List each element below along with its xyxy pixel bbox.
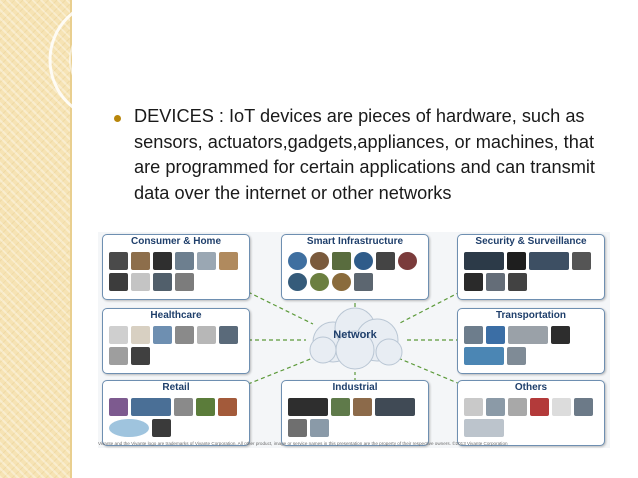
grid-icon [354, 252, 373, 270]
pos-terminal-icon [174, 398, 193, 416]
phone-icon [153, 273, 172, 291]
kiosk-icon [109, 398, 128, 416]
device-thumbnails [464, 326, 598, 368]
solar-icon [288, 273, 307, 291]
display-icon [529, 252, 569, 270]
printer-icon [464, 398, 483, 416]
screen-icon [486, 273, 505, 291]
copier-icon [508, 398, 527, 416]
circuit-icon [464, 419, 504, 437]
robot-icon [331, 398, 350, 416]
meter-icon [574, 398, 593, 416]
monitor-icon [464, 252, 504, 270]
panel-title: Healthcare [150, 310, 202, 321]
panel-industrial: Industrial [281, 380, 429, 446]
tablet-icon [197, 252, 216, 270]
device-thumbnails [288, 252, 422, 294]
appliance-icon [219, 252, 238, 270]
panel-title: Transportation [495, 310, 566, 321]
patient-monitor-icon [219, 326, 238, 344]
network-label: Network [333, 329, 377, 341]
plc-icon [288, 419, 307, 437]
building-icon [310, 252, 329, 270]
panel-retail: Retail [102, 380, 250, 446]
scanner-icon [175, 326, 194, 344]
machine-icon [310, 419, 329, 437]
car-icon [508, 326, 548, 344]
cctv-icon [572, 252, 591, 270]
panel-others: Others [457, 380, 605, 446]
device-thumbnails [109, 398, 243, 440]
recorder-icon [464, 273, 483, 291]
device-thumbnails [109, 252, 243, 294]
store-icon [131, 398, 171, 416]
glucometer-icon [153, 326, 172, 344]
plotter-icon [486, 398, 505, 416]
device-icon [552, 398, 571, 416]
navigation-icon [486, 326, 505, 344]
toll-icon [507, 347, 526, 365]
dashboard-icon [551, 326, 570, 344]
meter-icon [376, 252, 395, 270]
controller-icon [375, 398, 415, 416]
keypad-icon [508, 273, 527, 291]
highway-icon [464, 347, 504, 365]
pulse-oximeter-icon [109, 347, 128, 365]
washer-icon [175, 273, 194, 291]
sensor-icon [354, 273, 373, 291]
diagram-footer-note: Vivante and the Vivante logo are tradema… [98, 441, 508, 446]
network-cloud-icon [309, 307, 403, 370]
hmi-panel-icon [288, 398, 328, 416]
monitor-cart-icon [109, 326, 128, 344]
panel-title: Retail [162, 382, 190, 393]
panel-consumer-home: Consumer & Home [102, 234, 250, 300]
panel-title: Consumer & Home [130, 236, 221, 247]
device-thumbnails [464, 252, 598, 294]
house-icon [332, 252, 351, 270]
decorative-arcs [48, 0, 120, 122]
light-icon [398, 252, 417, 270]
device-thumbnails [109, 326, 243, 368]
parking-icon [332, 273, 351, 291]
reader-icon [152, 419, 171, 437]
tablet-icon [131, 347, 150, 365]
dvr-icon [507, 252, 526, 270]
camera-icon [109, 273, 128, 291]
water-icon [310, 273, 329, 291]
thermostat-icon [131, 273, 150, 291]
device-thumbnails [288, 398, 422, 440]
tv-icon [109, 252, 128, 270]
panel-title: Smart Infrastructure [306, 236, 404, 247]
traffic-light-icon [464, 326, 483, 344]
scanner-icon [218, 398, 237, 416]
vending-icon [196, 398, 215, 416]
panel-healthcare: Healthcare [102, 308, 250, 374]
display-icon [109, 419, 149, 437]
panel-title: Industrial [332, 382, 378, 393]
panel-security-surveillance: Security & Surveillance [457, 234, 605, 300]
console-icon [153, 252, 172, 270]
speaker-icon [131, 252, 150, 270]
panel-smart-infrastructure: Smart Infrastructure [281, 234, 429, 300]
globe-icon [288, 252, 307, 270]
panel-title: Security & Surveillance [475, 236, 587, 247]
factory-icon [353, 398, 372, 416]
panel-transportation: Transportation [457, 308, 605, 374]
router-icon [175, 252, 194, 270]
panel-title: Others [514, 382, 548, 393]
iot-diagram: Network Consumer & Home Smart Infrastruc… [98, 232, 610, 448]
bp-cuff-icon [197, 326, 216, 344]
ultrasound-icon [131, 326, 150, 344]
bullet-dot-icon [114, 115, 121, 122]
device-thumbnails [464, 398, 598, 440]
bullet-text: DEVICES : IoT devices are pieces of hard… [134, 106, 595, 203]
drone-icon [530, 398, 549, 416]
decorative-side-band [0, 0, 72, 478]
side-band-edge [70, 0, 72, 478]
